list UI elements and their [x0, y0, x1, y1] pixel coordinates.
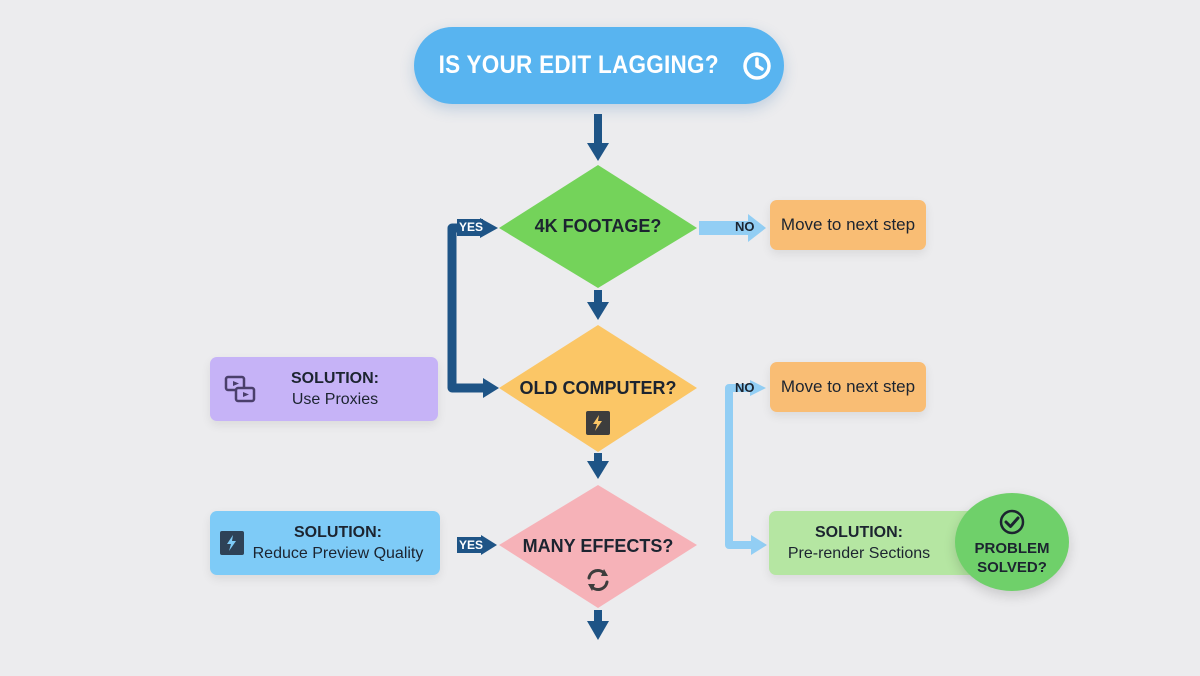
yes-arrow-effects	[457, 535, 497, 555]
problem-solved-badge: PROBLEM SOLVED?	[955, 493, 1069, 591]
no-loop-arrow	[725, 380, 767, 555]
yes-loop-arrow	[447, 218, 499, 398]
yes-label-effects: YES	[459, 538, 484, 552]
next-step-text-2: Move to next step	[780, 377, 916, 396]
yes-label-4k: YES	[459, 220, 484, 234]
decision-label-old-computer: OLD COMPUTER?	[519, 378, 677, 398]
check-circle-icon	[997, 507, 1027, 537]
decision-diamond-old-computer	[499, 325, 697, 452]
video-clips-icon	[224, 374, 256, 404]
solution-box-reduce-preview: SOLUTION: Reduce Preview Quality	[210, 511, 440, 575]
solution-title-use-proxies: SOLUTION:	[291, 369, 379, 387]
solution-title-pre-render: SOLUTION:	[815, 523, 903, 541]
main-flow-arrows	[587, 114, 609, 640]
solution-body-pre-render: Pre-render Sections	[787, 544, 931, 562]
next-step-box-2: Move to next step	[770, 362, 926, 412]
page-title: IS YOUR EDIT LAGGING?	[438, 51, 720, 79]
refresh-icon	[583, 565, 613, 595]
decision-diamond-many-effects	[499, 485, 697, 608]
no-label-4k: NO	[735, 219, 755, 234]
decision-diamond-4k	[499, 165, 697, 288]
clock-icon	[739, 48, 775, 84]
problem-solved-text: PROBLEM SOLVED?	[974, 540, 1050, 576]
next-step-text-1: Move to next step	[780, 215, 916, 234]
lightning-icon	[218, 529, 246, 557]
no-arrow-4k	[699, 214, 766, 242]
title-pill: IS YOUR EDIT LAGGING?	[414, 27, 784, 104]
solution-title-reduce-preview: SOLUTION:	[294, 523, 382, 541]
solution-box-use-proxies: SOLUTION: Use Proxies	[210, 357, 438, 421]
lightning-icon	[584, 409, 612, 437]
next-step-box-1: Move to next step	[770, 200, 926, 250]
decision-label-4k: 4K FOOTAGE?	[534, 216, 662, 236]
solution-body-reduce-preview: Reduce Preview Quality	[252, 544, 424, 562]
solution-body-use-proxies: Use Proxies	[291, 390, 379, 408]
no-label-old-computer: NO	[735, 380, 755, 395]
decision-label-many-effects: MANY EFFECTS?	[522, 536, 674, 556]
